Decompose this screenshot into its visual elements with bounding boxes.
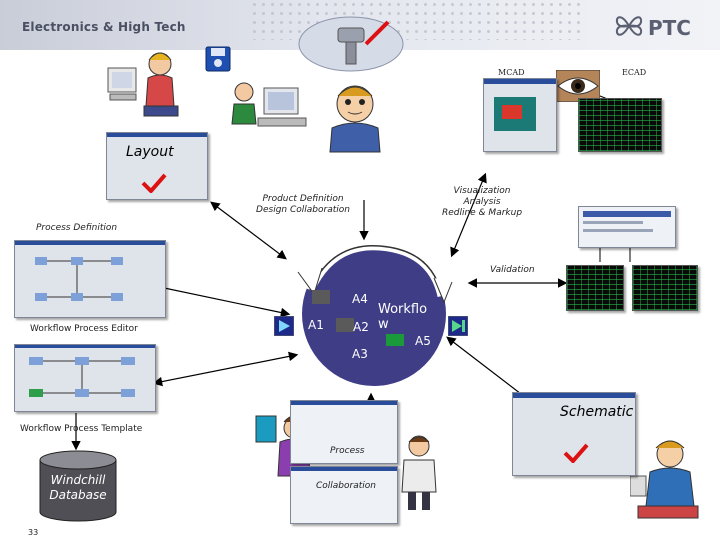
- end-node-icon[interactable]: [447, 315, 469, 337]
- workflow-a5-label: A5: [415, 334, 431, 348]
- ecad-window: [578, 98, 662, 152]
- workflow-template-label: Workflow Process Template: [20, 424, 143, 434]
- validation-label: Validation: [490, 265, 535, 275]
- task-node-a5[interactable]: [386, 334, 404, 346]
- visualization-line-3: Redline & Markup: [441, 208, 523, 218]
- workflow-editor-window: [14, 240, 166, 318]
- collaboration-window: [290, 466, 398, 524]
- workflow-title-line-1: Workflo: [378, 302, 428, 317]
- workflow-a2-label: A2: [353, 320, 369, 334]
- ecad-label: ECAD: [622, 68, 647, 77]
- database-label: Windchill Database: [38, 473, 118, 503]
- product-definition-label: Product Definition Design Collaboration: [248, 194, 358, 216]
- mcad-window: [483, 78, 557, 152]
- layout-window: [106, 132, 208, 200]
- process-window: [290, 400, 398, 464]
- thought-cloud: [296, 14, 406, 74]
- workflow-a4-label: A4: [352, 292, 368, 306]
- schematic-label: Schematic: [560, 404, 634, 420]
- product-definition-line-1: Product Definition: [262, 194, 344, 204]
- product-definition-line-2: Design Collaboration: [256, 205, 350, 215]
- person-thinking-icon: [318, 82, 392, 154]
- process-definition-label: Process Definition: [36, 223, 118, 233]
- workflow-title: Workflo w: [378, 302, 427, 332]
- start-node-icon[interactable]: [273, 315, 295, 337]
- schematic-window: [512, 392, 636, 476]
- database-line-2: Database: [49, 488, 107, 502]
- workflow-a1-label: A1: [308, 318, 324, 332]
- workflow-a3-label: A3: [352, 347, 368, 361]
- workflow-globe: [292, 232, 456, 390]
- layout-label: Layout: [126, 144, 174, 160]
- company-title: Electronics & High Tech: [22, 20, 186, 34]
- validation-screen-1: [566, 265, 624, 311]
- mcad-label: MCAD: [498, 68, 525, 77]
- visualization-line-2: Analysis: [463, 197, 501, 207]
- intercomm-window: [578, 206, 676, 248]
- person-schematic-icon: [629, 436, 704, 522]
- person-right-icon: [392, 432, 446, 512]
- windchill-database-icon: [38, 450, 118, 522]
- validation-screen-2: [632, 265, 698, 311]
- person-at-computer-icon: [104, 46, 186, 118]
- process-label: Process: [330, 446, 365, 456]
- visualization-label: Visualization Analysis Redline & Markup: [432, 186, 532, 219]
- collaboration-label: Collaboration: [316, 481, 376, 491]
- visualization-line-1: Visualization: [453, 186, 511, 196]
- task-node-a4[interactable]: [312, 290, 330, 304]
- database-line-1: Windchill: [50, 473, 106, 487]
- workflow-title-line-2: w: [378, 317, 389, 332]
- person-at-desk-icon: [228, 78, 310, 134]
- page-number: 33: [28, 528, 39, 537]
- task-node-a2[interactable]: [336, 318, 354, 332]
- ptc-logo: PTC: [648, 16, 691, 40]
- ptc-logo-icon: [614, 12, 644, 40]
- floppy-disk-icon: [205, 46, 231, 72]
- workflow-editor-label: Workflow Process Editor: [30, 324, 138, 334]
- workflow-template-window: [14, 344, 156, 412]
